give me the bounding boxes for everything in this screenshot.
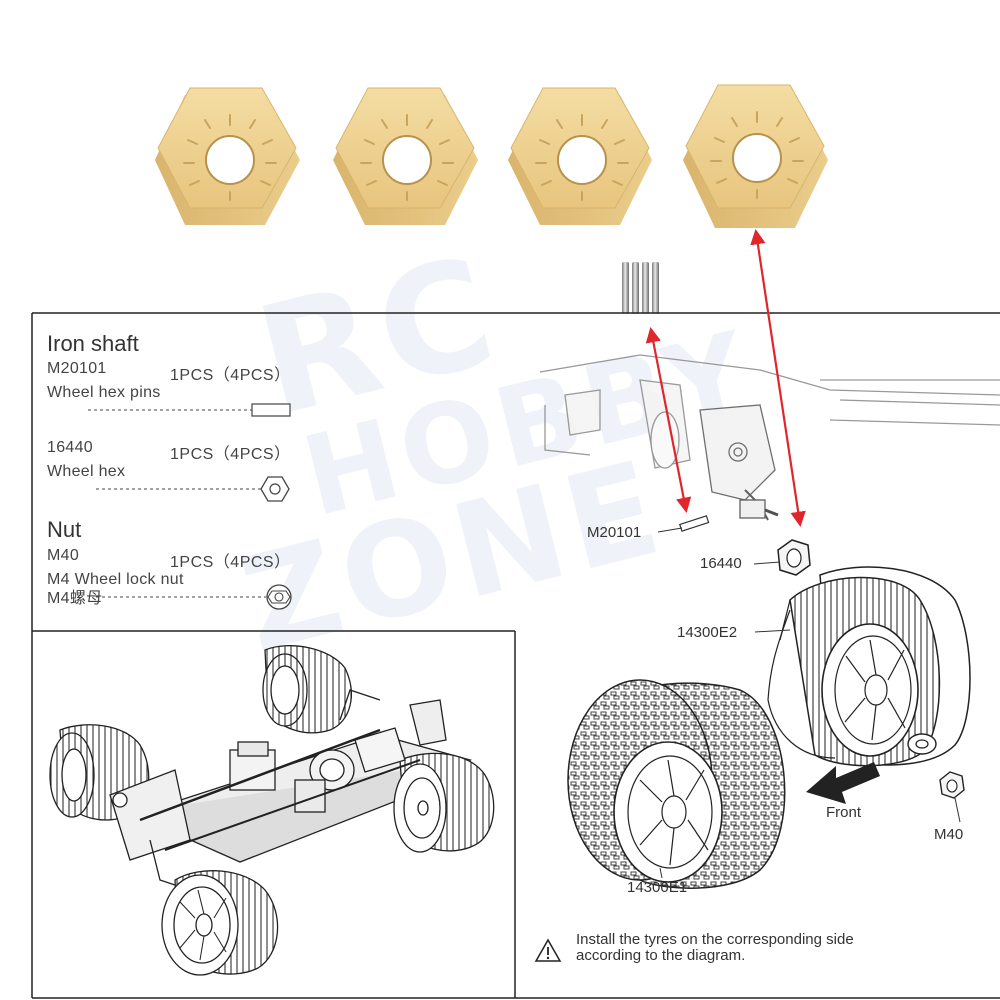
part-qty-m20101: 1PCS（4PCS）	[170, 367, 291, 384]
part-desc-wheel-hex-pins: Wheel hex pins	[47, 384, 161, 401]
nut-m40-in-diagram	[939, 771, 965, 823]
brass-hex-3	[508, 87, 652, 225]
nut-icon	[266, 584, 292, 610]
front-direction-arrow	[806, 762, 880, 804]
steel-pins	[622, 262, 659, 314]
heading-nut: Nut	[47, 517, 82, 542]
truck-wheel-front-bottom	[161, 870, 279, 976]
label-m20101: M20101	[587, 524, 642, 541]
part-qty-16440: 1PCS（4PCS）	[170, 446, 291, 463]
frame	[31, 312, 1000, 999]
part-code-m40: M40	[47, 547, 80, 564]
hex-in-diagram	[753, 539, 811, 576]
part-desc-m4-nut-chinese: M4螺母	[47, 590, 103, 607]
part-desc-m4-lock-nut: M4 Wheel lock nut	[47, 571, 184, 588]
brass-hex-4	[683, 84, 828, 228]
wheel-14300E2	[754, 566, 971, 767]
label-14300e2: 14300E2	[677, 624, 738, 641]
part-desc-wheel-hex: Wheel hex	[47, 463, 126, 480]
brass-hex-2	[333, 87, 478, 225]
install-note-line-1: Install the tyres on the corresponding s…	[576, 931, 854, 948]
wheel-14300E1	[567, 679, 786, 889]
label-16440: 16440	[700, 555, 742, 572]
pin-icon	[251, 403, 291, 417]
parts-list-icons	[88, 403, 292, 610]
part-code-m20101: M20101	[47, 360, 107, 377]
part-qty-m40: 1PCS（4PCS）	[170, 554, 291, 571]
brass-hex-1	[155, 87, 300, 225]
red-arrows	[645, 228, 806, 528]
truck-wheel-front-right	[393, 752, 495, 853]
label-m40: M40	[934, 826, 964, 843]
heading-iron-shaft: Iron shaft	[47, 331, 139, 356]
label-front: Front	[826, 804, 862, 821]
warning-icon	[534, 938, 562, 962]
truck-wheel-rear-left	[262, 645, 352, 734]
hex-icon	[260, 476, 290, 502]
washer	[907, 733, 937, 755]
part-code-16440: 16440	[47, 439, 93, 456]
install-note-line-2: according to the diagram.	[576, 947, 746, 964]
truck-illustration	[49, 645, 495, 976]
label-14300e1: 14300E1	[627, 879, 688, 896]
pin-in-diagram	[657, 515, 710, 533]
chassis-rear-assembly	[539, 354, 1000, 521]
